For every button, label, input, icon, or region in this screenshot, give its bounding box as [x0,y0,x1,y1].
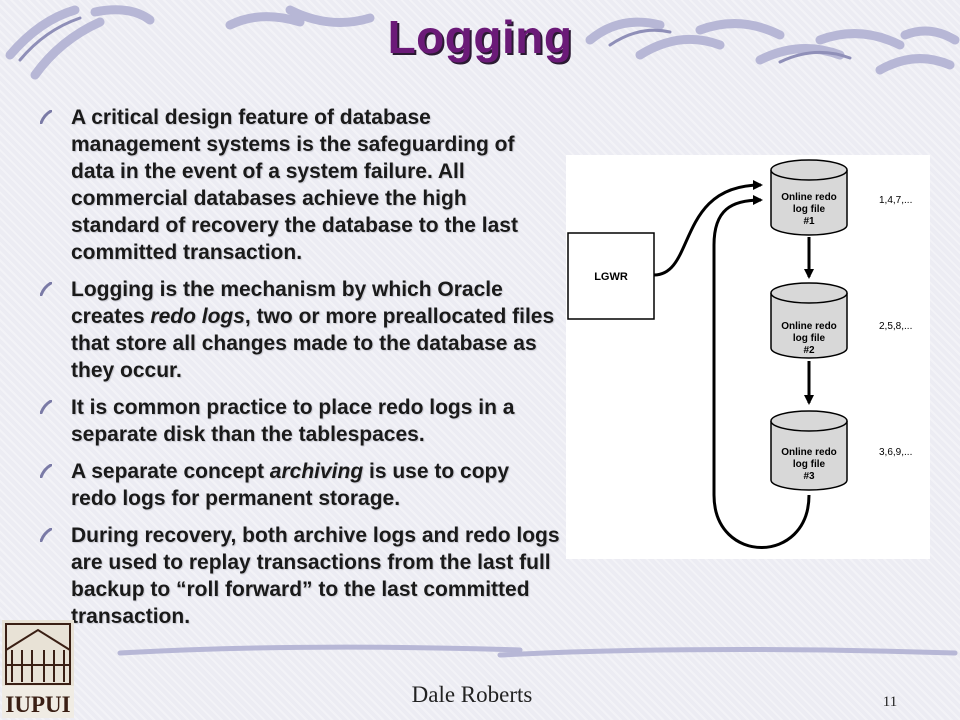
iupui-logo: IUPUI [2,620,74,718]
bullet-text: Logging is the mechanism by which Oracle… [71,278,503,328]
bullet-text: A separate concept [71,460,270,483]
bullet-item: A separate concept archiving is use to c… [40,458,560,512]
log-file-2-line2: log file [793,333,826,344]
quill-bullet-icon [40,282,52,296]
log-file-3-cylinder: Online redo log file #3 [770,410,848,491]
footer-author: Dale Roberts [411,682,533,707]
log-file-2-line3: #2 [803,345,815,356]
bullet-item: It is common practice to place redo logs… [40,394,560,448]
log-file-2-cylinder: Online redo log file #2 [770,282,848,359]
log-file-2-sequence: 2,5,8,... [879,321,912,332]
redo-log-diagram: LGWR Online redo log file #1 1,4,7,... O… [566,155,930,559]
lgwr-label: LGWR [594,271,628,283]
log-file-1-line3: #1 [803,216,815,227]
bullet-text: During recovery, both archive logs and r… [71,524,560,628]
log-file-3-sequence: 3,6,9,... [879,447,912,458]
bullet-item: A critical design feature of database ma… [40,104,560,266]
arrow-lgwr-to-log1 [653,180,763,277]
quill-bullet-icon [40,400,52,414]
lgwr-box [567,232,655,320]
diagram-svg: LGWR Online redo log file #1 1,4,7,... O… [567,159,912,549]
bullet-text-emphasis: redo logs [150,305,245,328]
log-file-1-cylinder: Online redo log file #1 [770,159,848,236]
log-file-3-line1: Online redo [781,447,837,458]
log-file-1-line1: Online redo [781,192,837,203]
bullet-text: , two or more preallocated files that st… [71,305,555,382]
log-file-1-line2: log file [793,204,826,215]
logo-text: IUPUI [5,692,70,717]
arrow-loop-return [712,195,811,549]
page-number: 11 [882,694,898,710]
bullet-item: During recovery, both archive logs and r… [40,522,560,630]
bullet-text-emphasis: archiving [269,460,364,483]
bullet-text: It is common practice to place redo logs… [71,396,515,446]
log-file-1-sequence: 1,4,7,... [879,195,912,206]
log-file-3-line2: log file [793,459,826,470]
quill-bullet-icon [40,464,52,478]
bullet-list: A critical design feature of database ma… [40,104,560,640]
bullet-item: Logging is the mechanism by which Oracle… [40,276,560,384]
slide-title: Logging [387,11,573,63]
log-file-3-line3: #3 [803,471,815,482]
bullet-text: A critical design feature of database ma… [71,106,518,264]
log-file-2-line1: Online redo [781,321,837,332]
quill-bullet-icon [40,528,52,542]
bullet-text: is use to copy redo logs for permanent s… [71,460,510,510]
quill-bullet-icon [40,110,52,124]
